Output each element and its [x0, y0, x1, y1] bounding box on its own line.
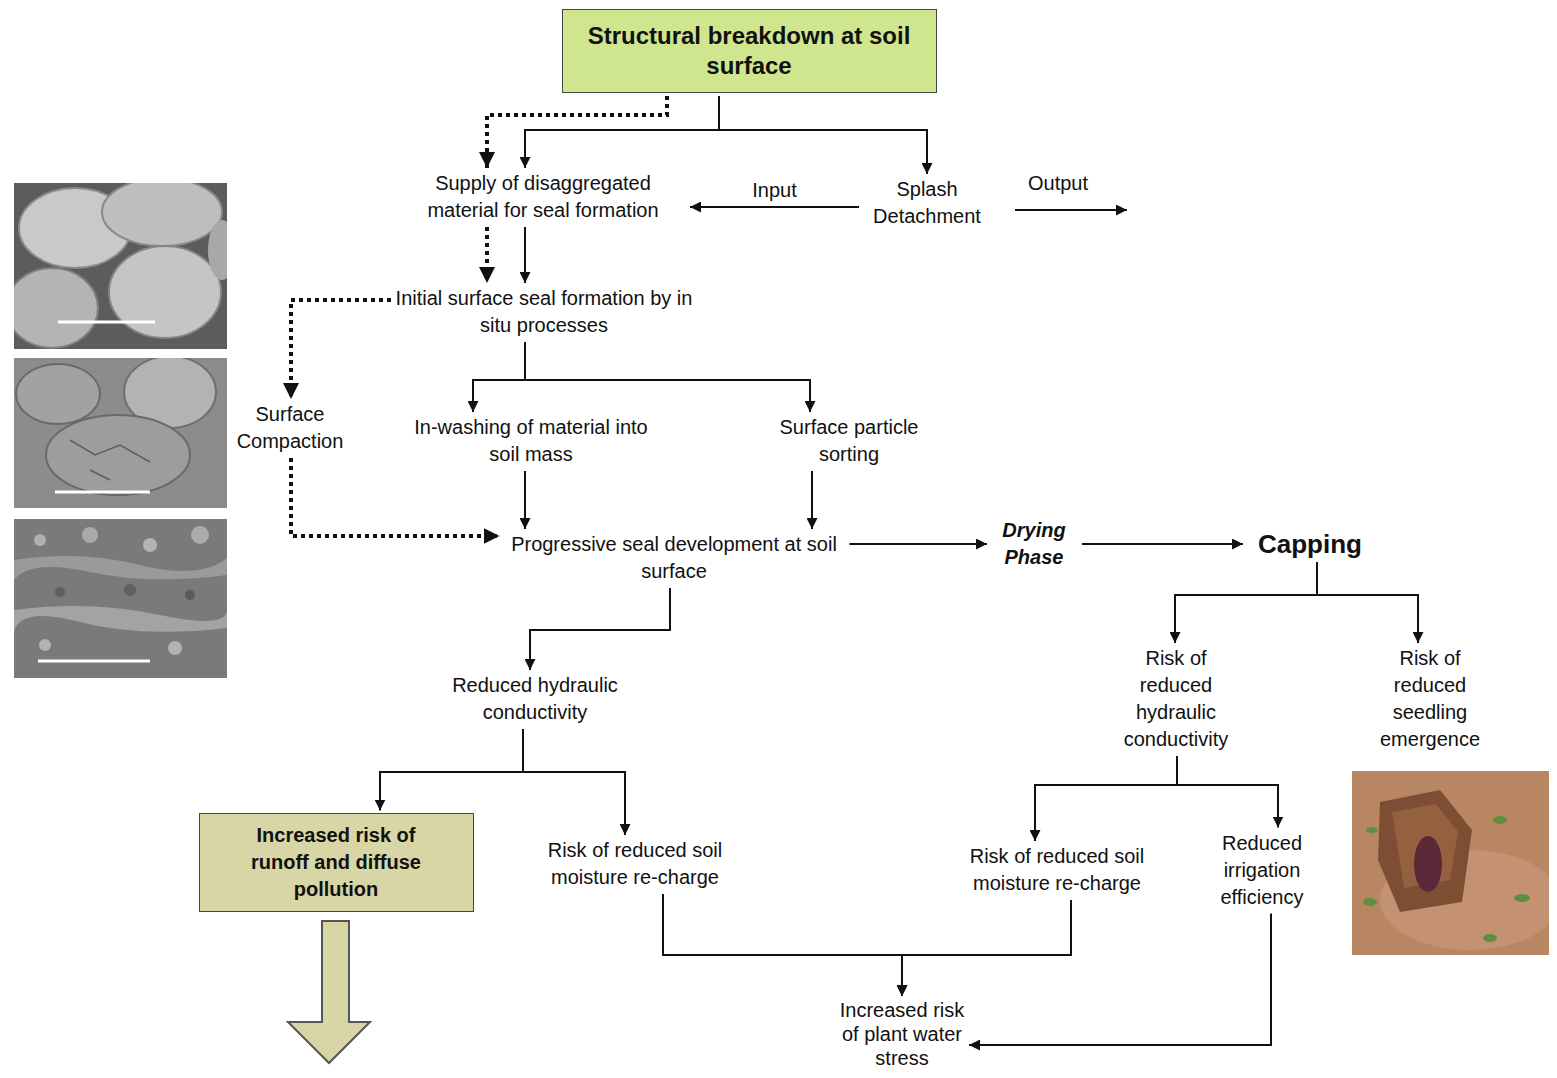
flow-step: Risk of reduced hydraulic conductivity	[1111, 645, 1241, 753]
flow-step: Supply of disaggregated material for sea…	[398, 170, 688, 224]
flow-step: Reduced irrigation efficiency	[1207, 830, 1317, 911]
node-text: Progressive seal development at soil sur…	[502, 531, 847, 585]
connector	[525, 342, 810, 412]
flow-step: Surface particle sorting	[759, 414, 939, 468]
grain	[185, 590, 195, 600]
node-text: In-washing of material into soil mass	[411, 414, 651, 468]
soil-crust	[1378, 790, 1472, 912]
flow-step: Capping	[1245, 529, 1375, 559]
flow-step: Drying Phase	[989, 517, 1079, 571]
flow-step: In-washing of material into soil mass	[411, 414, 651, 468]
sprout	[1514, 894, 1530, 902]
dotted-connector	[487, 96, 667, 168]
output-arrow	[1015, 209, 1127, 211]
connector	[525, 96, 719, 168]
connector	[811, 471, 813, 529]
connector	[690, 206, 859, 208]
flow-step: Risk of reduced soil moisture re-charge	[970, 843, 1145, 897]
sem-photo	[14, 358, 227, 508]
grain	[39, 639, 51, 651]
flow-step: Splash Detachment	[862, 176, 992, 230]
grain	[168, 641, 182, 655]
node-text: Splash Detachment	[862, 176, 992, 230]
node-text: Surface particle sorting	[759, 414, 939, 468]
scale-bar	[55, 491, 150, 494]
grain	[191, 526, 209, 544]
flow-step: Initial surface seal formation by in sit…	[394, 285, 694, 339]
grain	[143, 538, 157, 552]
sprout	[1366, 827, 1378, 833]
seedling-photo	[1352, 771, 1549, 955]
sprout	[1363, 898, 1377, 906]
connector	[719, 96, 927, 174]
node-text: Drying Phase	[989, 517, 1079, 571]
dotted-connector	[485, 227, 489, 283]
flow-step: Reduced hydraulic conductivity	[430, 672, 640, 726]
sprout	[1493, 816, 1507, 824]
connector	[1177, 756, 1278, 828]
connector	[1317, 562, 1418, 643]
node-text: Risk of reduced soil moisture re-charge	[970, 843, 1145, 897]
node-text: Reduced hydraulic conductivity	[430, 672, 640, 726]
process-box: Structural breakdown at soil surface	[562, 9, 937, 93]
process-box: Increased risk of runoff and diffuse pol…	[199, 813, 474, 912]
aggregate	[109, 246, 221, 338]
dotted-connector	[291, 300, 391, 399]
flow-step: Risk of reduced soil moisture re-charge	[548, 837, 723, 891]
connector	[524, 471, 526, 529]
flow-step: Risk of reduced seedling emergence	[1373, 645, 1488, 753]
scale-bar	[58, 321, 155, 324]
scale-bar	[38, 660, 150, 663]
connector	[380, 729, 523, 811]
grain	[124, 584, 136, 596]
aggregate	[46, 415, 190, 495]
node-text: Increased risk of runoff and diffuse pol…	[235, 822, 438, 903]
node-text: Supply of disaggregated material for sea…	[398, 170, 688, 224]
sprout	[1483, 934, 1497, 942]
connector	[473, 342, 525, 412]
block-arrow	[288, 921, 370, 1063]
grain	[82, 527, 98, 543]
grain	[55, 587, 65, 597]
photo-ground	[14, 519, 227, 678]
node-text: Increased risk of plant water stress	[837, 998, 967, 1070]
sem-photo	[14, 183, 227, 349]
connector	[1082, 543, 1243, 545]
node-text: Initial surface seal formation by in sit…	[394, 285, 694, 339]
node-text: Risk of reduced seedling emergence	[1373, 645, 1488, 753]
aggregate	[14, 268, 98, 348]
connector	[1035, 756, 1177, 841]
flow-step: Increased risk of plant water stress	[837, 998, 967, 1070]
crack	[70, 440, 150, 480]
node-text: Surface Compaction	[225, 401, 355, 455]
node-text: Risk of reduced soil moisture re-charge	[548, 837, 723, 891]
aggregate	[16, 364, 100, 424]
connector	[969, 914, 1271, 1046]
dotted-connector	[291, 458, 500, 536]
node-text: Capping	[1245, 529, 1375, 559]
connector	[523, 729, 625, 835]
node-text: Risk of reduced hydraulic conductivity	[1111, 645, 1241, 753]
sem-photo	[14, 519, 227, 678]
node-text: Structural breakdown at soil surface	[579, 21, 920, 81]
connector	[524, 227, 526, 283]
flow-step: Surface Compaction	[225, 401, 355, 455]
crust-band	[14, 556, 227, 580]
flow-label: Output	[1028, 171, 1088, 195]
edge-label: Input	[752, 178, 796, 202]
node-text: Reduced irrigation efficiency	[1207, 830, 1317, 911]
connector	[902, 900, 1071, 996]
aggregate	[208, 220, 227, 280]
crust-band	[14, 606, 227, 632]
seedling-shoot	[1414, 836, 1442, 892]
connector	[663, 894, 902, 996]
grain	[34, 534, 46, 546]
connector	[530, 588, 670, 670]
flow-step: Progressive seal development at soil sur…	[502, 531, 847, 585]
aggregate	[102, 183, 222, 246]
connector	[1175, 562, 1317, 643]
connector	[850, 543, 988, 545]
